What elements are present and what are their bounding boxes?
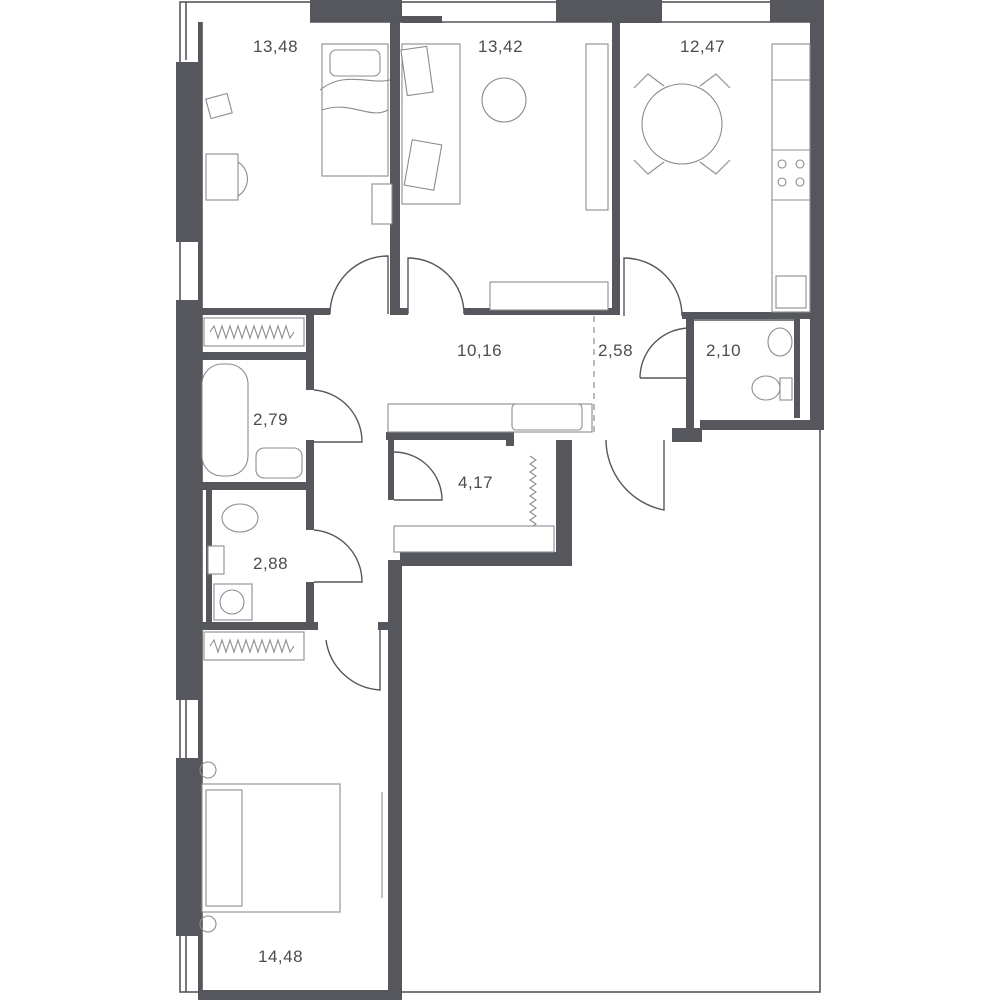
room-area-vestibule: 2,58 (598, 341, 633, 360)
room-area-hallway: 10,16 (457, 341, 502, 360)
room-area-wc: 2,10 (706, 341, 741, 360)
room-area-living-room: 13,42 (478, 37, 523, 56)
room-area-bedroom-1: 13,48 (253, 37, 298, 56)
room-area-bathroom: 2,79 (253, 410, 288, 429)
doors (313, 255, 691, 691)
room-area-bedroom-2: 14,48 (258, 947, 303, 966)
room-area-kitchen: 12,47 (680, 37, 725, 56)
walls (176, 0, 824, 1000)
furniture (199, 43, 811, 933)
room-labels: 13,48 13,42 12,47 10,16 2,58 2,10 2,79 4… (253, 37, 741, 966)
room-area-walk-in-closet: 4,17 (458, 473, 493, 492)
room-area-shower-room: 2,88 (253, 554, 288, 573)
